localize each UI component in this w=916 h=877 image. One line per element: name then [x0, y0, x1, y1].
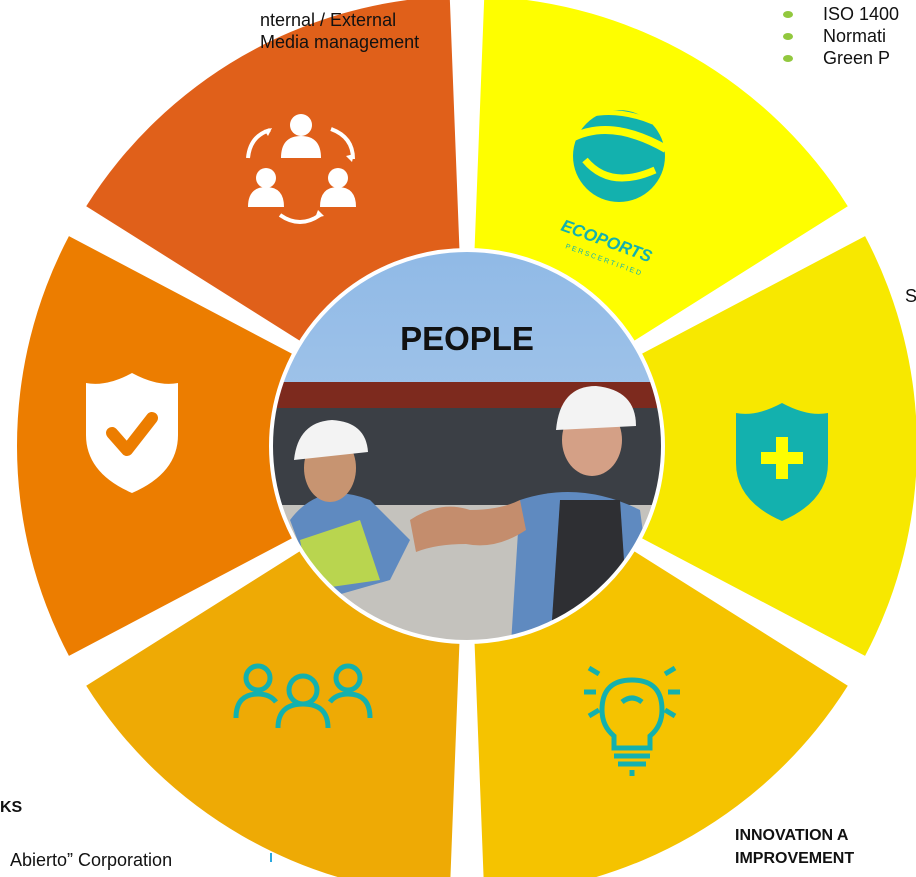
- bottom-left-heading: KS: [0, 799, 23, 816]
- shield-plus-icon: [736, 403, 828, 521]
- bottom-left-body: Abierto” Corporation: [10, 850, 173, 870]
- bullet-item: ISO 1400: [780, 3, 899, 25]
- bullet-dot: [783, 33, 793, 40]
- top-left-line-2: Media management: [260, 32, 420, 52]
- footnote-mark: [270, 853, 272, 862]
- bullet-item: Green P: [780, 47, 899, 69]
- environment-bullet-list: ISO 1400 Normati Green P: [780, 3, 899, 69]
- lightbulb-icon: [584, 665, 680, 776]
- bottom-right-heading-2: IMPROVEMENT: [735, 850, 855, 867]
- group-icon: [233, 663, 373, 729]
- shield-check-icon: [86, 373, 178, 493]
- segment-environment: [472, 0, 848, 367]
- bullet-item: Normati: [780, 25, 899, 47]
- right-partial-text: S: [905, 286, 916, 306]
- top-left-line-1: nternal / External: [260, 10, 397, 30]
- bullet-dot: [783, 11, 793, 18]
- bullet-dot: [783, 55, 793, 62]
- people-photo: [271, 250, 663, 642]
- bottom-right-heading-1: INNOVATION A: [735, 827, 849, 844]
- center-label: PEOPLE: [400, 320, 534, 357]
- people-exchange-icon: [246, 114, 356, 224]
